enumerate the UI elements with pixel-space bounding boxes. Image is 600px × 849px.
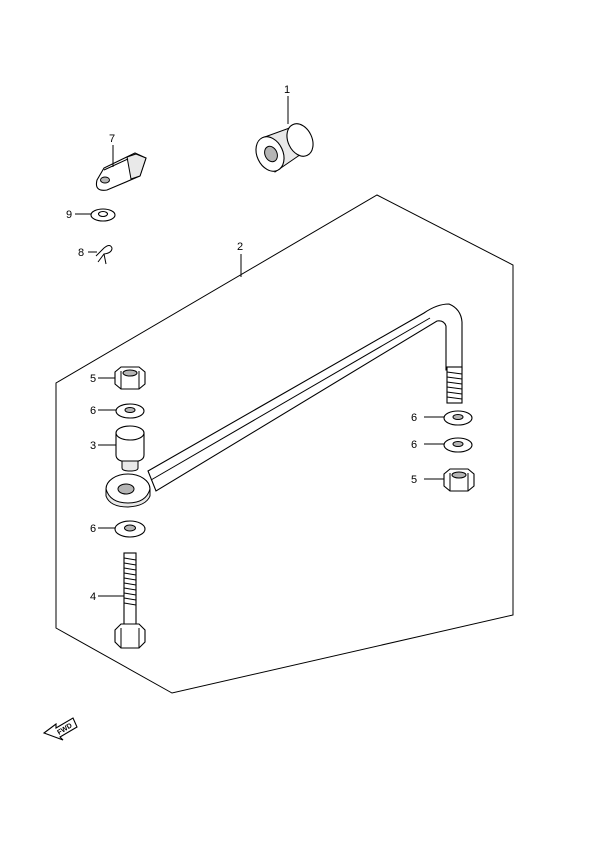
- callout-5-left: 5: [90, 373, 96, 385]
- callout-2: 2: [237, 241, 243, 253]
- callout-8: 8: [78, 247, 84, 259]
- callout-6-right-upper: 6: [411, 412, 417, 424]
- part-6-washer-left-upper: [115, 403, 145, 419]
- part-6-washer-right-upper: [443, 410, 473, 426]
- part-2-drag-link: [105, 303, 463, 508]
- fwd-arrow-icon: FWD: [42, 717, 78, 741]
- callout-6-left-lower: 6: [90, 523, 96, 535]
- part-7-link-end: [95, 152, 147, 191]
- callout-1: 1: [284, 84, 290, 96]
- callout-4: 4: [90, 591, 96, 603]
- part-3-collar: [115, 425, 145, 472]
- part-5-nut-right: [443, 468, 475, 492]
- callout-7: 7: [109, 133, 115, 145]
- part-4-bolt: [114, 552, 146, 649]
- part-8-clip-pin: [95, 245, 113, 265]
- part-6-washer-left-lower: [114, 520, 146, 538]
- callout-6-right-lower: 6: [411, 439, 417, 451]
- part-1-bushing: [255, 123, 314, 173]
- callout-6-left-upper: 6: [90, 405, 96, 417]
- callout-5-right: 5: [411, 474, 417, 486]
- assembly-group-outline: [55, 194, 514, 694]
- callout-3: 3: [90, 440, 96, 452]
- callout-9: 9: [66, 209, 72, 221]
- part-9-washer: [90, 208, 116, 222]
- part-6-washer-right-lower: [443, 437, 473, 453]
- part-5-nut-left: [114, 366, 146, 390]
